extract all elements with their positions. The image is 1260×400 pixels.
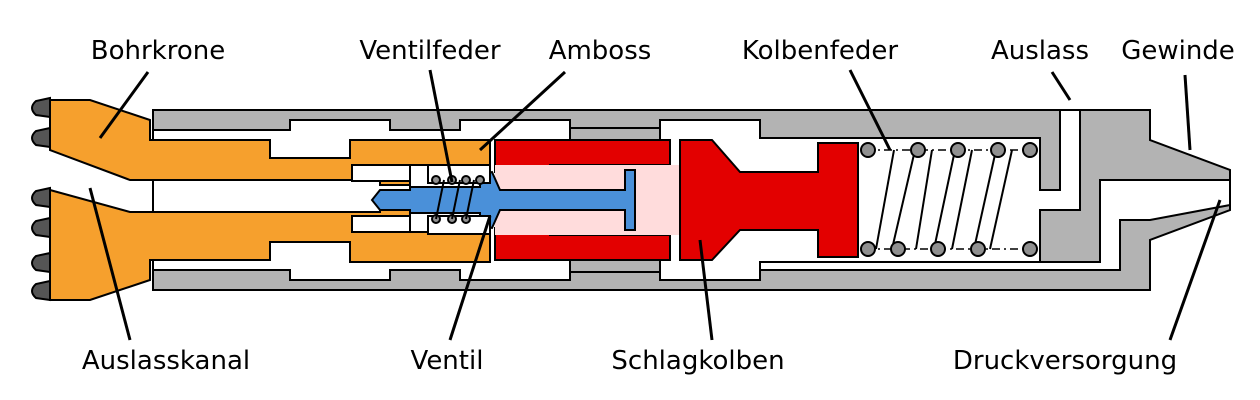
label-auslass: Auslass: [991, 36, 1089, 66]
leader-bohrkrone: [98, 71, 150, 139]
coil-wire: [435, 179, 445, 220]
leader-schlagkolben: [698, 239, 714, 341]
coil-wire: [451, 179, 461, 220]
leader-ventilfeder: [428, 69, 454, 183]
valve-spring-housing: [427, 215, 491, 235]
coil-ball: [990, 142, 1006, 158]
coil-dot: [431, 175, 441, 185]
label-ventil: Ventil: [411, 346, 484, 376]
coil-wire: [891, 149, 916, 250]
coil-ball: [950, 142, 966, 158]
coil-ball: [860, 241, 876, 257]
bit-teeth: [31, 96, 51, 302]
label-bohrkrone: Bohrkrone: [91, 36, 225, 66]
label-gewinde: Gewinde: [1121, 36, 1235, 66]
label-kolbenfeder: Kolbenfeder: [742, 36, 899, 66]
tooth: [31, 96, 51, 119]
coil-ball: [930, 241, 946, 257]
piston-spring: [860, 142, 1038, 257]
housing-wall: [569, 259, 661, 273]
labels: Bohrkrone Ventilfeder Amboss Kolbenfeder…: [82, 36, 1235, 376]
coil-dot: [475, 175, 485, 185]
coil-ball: [860, 142, 876, 158]
leader-ventil: [448, 215, 492, 341]
coil-dot: [461, 175, 471, 185]
bit-shank-plug: [351, 164, 411, 182]
label-ventilfeder: Ventilfeder: [359, 36, 501, 66]
leader-lines: [88, 69, 1222, 341]
housing-wall: [569, 127, 661, 141]
tooth: [31, 279, 51, 302]
leader-auslass: [1050, 71, 1072, 101]
coil-ball: [910, 142, 926, 158]
coil-ball: [970, 241, 986, 257]
tooth: [31, 216, 51, 239]
coil-ball: [1022, 142, 1038, 158]
leader-auslasskanal: [88, 187, 132, 341]
leader-druckversorgung: [1168, 199, 1222, 341]
coil-wire: [915, 149, 933, 250]
piston-body: [679, 139, 859, 261]
coil-ball: [1022, 241, 1038, 257]
label-auslasskanal: Auslasskanal: [82, 346, 250, 376]
leader-amboss: [478, 70, 567, 152]
coil-wire: [933, 149, 956, 250]
label-schlagkolben: Schlagkolben: [611, 346, 784, 376]
tooth: [31, 186, 51, 209]
leader-kolbenfeder: [848, 69, 892, 151]
drill-bit: [49, 99, 491, 301]
coil-ball: [890, 241, 906, 257]
bit-shank-plug: [351, 215, 411, 233]
coil-wire: [951, 149, 973, 250]
supply-channel: [759, 179, 1231, 271]
label-amboss: Amboss: [549, 36, 652, 66]
coil-wire: [875, 149, 895, 250]
tooth: [31, 126, 51, 149]
coil-wire: [973, 149, 997, 250]
leader-gewinde: [1183, 74, 1192, 151]
tooth: [31, 251, 51, 274]
coil-wire: [989, 149, 1013, 250]
label-druckversorgung: Druckversorgung: [953, 346, 1177, 376]
valve-spring: [427, 164, 491, 235]
coil-wire: [465, 179, 475, 220]
